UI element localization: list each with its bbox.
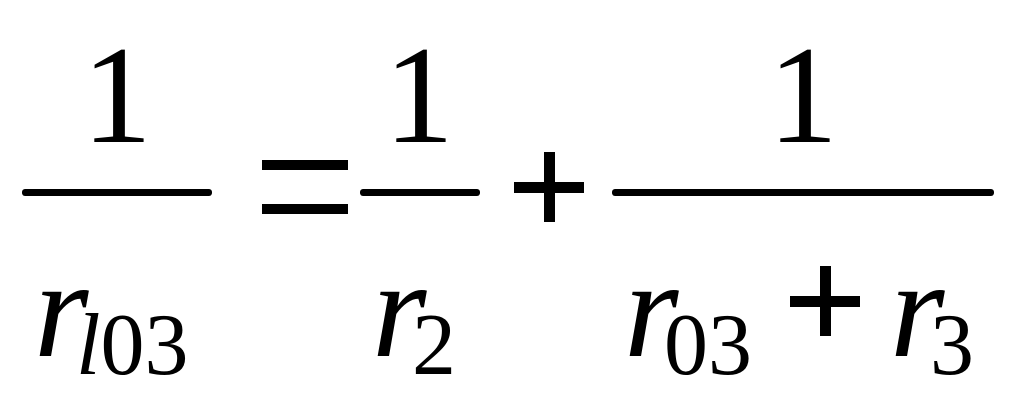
plus-vertical: [544, 152, 555, 222]
term2-denominator-variable-a: r: [624, 232, 679, 387]
plus-sign: [514, 152, 584, 222]
lhs-subscript-letter: l: [76, 297, 101, 394]
lhs-subscript-digits: 03: [100, 297, 189, 394]
denominator-plus-vertical: [820, 266, 831, 336]
term2-denominator-variable-b: r: [890, 232, 945, 387]
term2-numerator: 1: [768, 18, 838, 173]
term1-denominator-subscript: 2: [412, 297, 456, 394]
lhs-denominator-subscript: l03: [76, 302, 188, 390]
term1-numerator: 1: [384, 18, 454, 173]
term1-fraction-bar: [360, 189, 480, 196]
lhs-numerator: 1: [82, 18, 152, 173]
term2-denominator-subscript-b: 3: [930, 297, 974, 394]
equals-bottom-bar: [262, 204, 348, 214]
equals-sign: [262, 160, 348, 216]
term2-fraction-bar: [612, 189, 994, 196]
lhs-denominator-variable: r: [34, 232, 89, 387]
lhs-fraction-bar: [22, 189, 212, 196]
equals-top-bar: [262, 160, 348, 170]
term1-denominator-variable: r: [372, 232, 427, 387]
term2-denominator-plus: [790, 266, 860, 336]
term2-denominator-subscript-a: 03: [664, 297, 752, 394]
